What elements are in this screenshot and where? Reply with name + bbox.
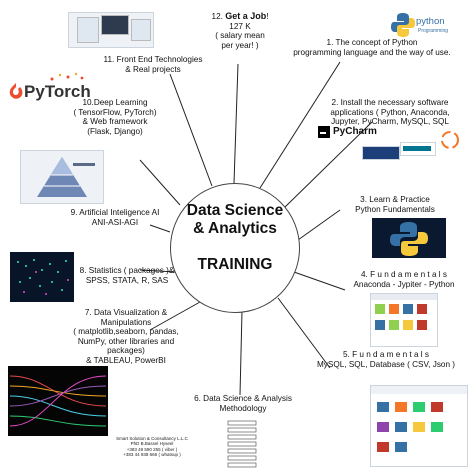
topic-12-rest: ! 127 K ( salary mean per year! ) xyxy=(215,12,269,50)
pycharm-logo: PyCharm xyxy=(318,126,398,140)
python-word: python xyxy=(416,16,445,27)
footer-line4: +383 44 938 666 ( whatsup ) xyxy=(123,452,181,458)
flowchart-icon xyxy=(227,420,257,468)
topic-11: 11. Front End Technologies & Real projec… xyxy=(103,55,203,74)
topic-4: 4. F u n d a m e n t a l s Anaconda - Jy… xyxy=(353,270,455,289)
footer-line1: Smart Solution & Consultancy L.L.C xyxy=(116,436,188,441)
pycharm-word: PyCharm xyxy=(333,126,377,137)
python-sub: Programming xyxy=(418,28,449,34)
flow-lines-icon xyxy=(9,375,107,427)
jupyter-icon xyxy=(441,131,459,149)
python-logo: python Programming xyxy=(390,12,460,42)
visualization-image xyxy=(8,366,108,436)
topic-12-bold: Get a Job xyxy=(225,11,267,21)
pyramid-icon xyxy=(37,157,95,197)
topic-6: 6. Data Science & Analysis Methodology xyxy=(194,394,292,413)
topic-7: 7. Data Visualization & Manipulations ( … xyxy=(73,308,179,365)
line-to-2 xyxy=(283,121,373,209)
python-fundamentals-image xyxy=(372,218,446,258)
line-to-8 xyxy=(139,269,177,273)
line-to-11 xyxy=(169,73,213,187)
topic-1: 1. The concept of Python programming lan… xyxy=(293,38,451,57)
topic-5: 5. F u n d a m e n t a l s MySQL, SQL, D… xyxy=(316,350,456,369)
anaconda-navigator-image xyxy=(370,293,438,347)
line-to-10 xyxy=(139,159,181,206)
pytorch-sparkles xyxy=(48,70,86,81)
topic-12: 12. Get a Job! 127 K ( salary mean per y… xyxy=(200,11,280,50)
topic-3: 3. Learn & Practice Python Fundamentals xyxy=(355,195,435,214)
topic-12-prefix: 12. xyxy=(211,12,226,21)
line-to-4 xyxy=(293,271,346,291)
topic-8: 8. Statistics ( packages )& SPSS, STATA,… xyxy=(79,266,175,285)
pytorch-word: PyTorch xyxy=(24,82,91,101)
center-circle: Data Science & Analytics TRAINING xyxy=(170,183,300,313)
line-to-5 xyxy=(277,297,331,369)
center-title-line2: & Analytics xyxy=(193,220,277,237)
frontend-image xyxy=(68,12,154,48)
data-points-icon xyxy=(17,259,69,295)
line-to-3 xyxy=(297,209,341,241)
footer-line3: +383 49 590 255 ( viber ) xyxy=(126,446,178,452)
footer-line2: PhD B.Bassel Hyseel xyxy=(130,441,174,447)
ai-pyramid-image xyxy=(20,150,104,204)
topic-9: 9. Artificial Inteligence AI ANI-ASI-AGI xyxy=(70,208,160,227)
pytorch-logo: PyTorch xyxy=(8,70,91,106)
footer-contact: Smart Solution & Consultancy L.L.C PhD B… xyxy=(112,436,192,458)
center-title-line1: Data Science xyxy=(186,202,284,219)
pytorch-flame-icon xyxy=(9,83,23,99)
topic-2: 2. Install the necessary software applic… xyxy=(330,98,450,127)
statistics-image xyxy=(10,252,74,302)
mysql-logo xyxy=(400,142,436,156)
methodology-flowchart xyxy=(222,420,262,470)
line-to-1 xyxy=(259,61,341,189)
python-snake-icon xyxy=(391,13,415,37)
pycharm-icon xyxy=(318,126,330,138)
anaconda-logo xyxy=(362,146,400,160)
mysql-dashboard-image xyxy=(370,385,468,467)
line-to-7 xyxy=(149,301,201,331)
line-to-12 xyxy=(233,63,239,184)
center-training: TRAINING xyxy=(197,256,273,273)
python-snake-big-icon xyxy=(390,222,428,256)
line-to-9 xyxy=(149,224,171,233)
line-to-6 xyxy=(239,310,243,396)
topic-10: 10.Deep Learning ( TensorFlow, PyTorch) … xyxy=(73,98,157,136)
